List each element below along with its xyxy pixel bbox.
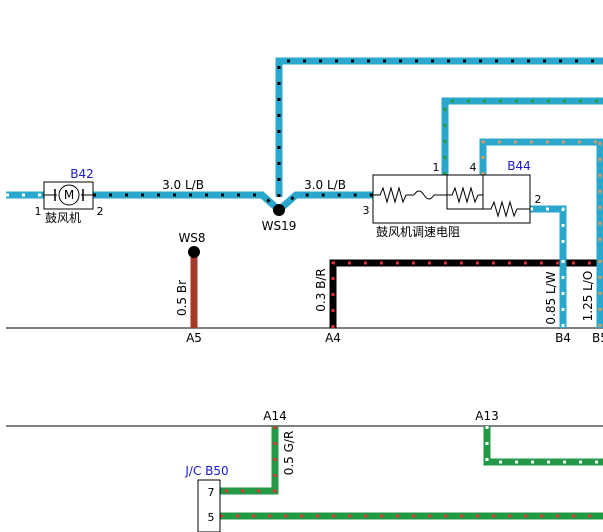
wire-label-l-o: 1.25 L/O	[581, 271, 595, 322]
connector-a14: A14	[263, 409, 286, 423]
splice-ws8-label: WS8	[178, 231, 205, 245]
splice-ws19	[273, 204, 285, 216]
wire-gw-dots	[485, 426, 603, 464]
motor-icon	[58, 184, 80, 206]
blower-motor: M B42 1 2 鼓风机	[35, 167, 104, 225]
wire-lg-top	[441, 97, 603, 175]
resistor-pin-4: 4	[470, 161, 477, 174]
motor-pin-left: 1	[35, 205, 42, 218]
resistor-element-1	[373, 186, 414, 204]
junction-connector-b50: J/C B50 7 5	[184, 464, 229, 532]
jc-pin-5: 5	[208, 511, 215, 524]
resistor-pin-2: 2	[535, 193, 542, 206]
wire-label-b-r: 0.3 B/R	[314, 268, 328, 312]
wire-label-motor-ws19: 3.0 L/B	[162, 178, 204, 192]
wire-motor-to-ws19-dots	[93, 193, 373, 213]
splice-ws19-label: WS19	[262, 219, 297, 233]
motor-ref: B42	[70, 167, 94, 181]
connector-a4: A4	[325, 331, 341, 345]
wire-lb-loop-dots	[277, 59, 603, 197]
wire-gw	[483, 426, 603, 466]
wire-br-dots	[331, 261, 603, 328]
resistor-element-3	[483, 200, 530, 218]
motor-pin-right: 2	[97, 205, 104, 218]
jc-box	[197, 479, 221, 532]
resistor-pin-3: 3	[363, 204, 370, 217]
wire-gr	[220, 426, 279, 495]
jc-ref: J/C B50	[184, 464, 228, 478]
wire-lo-top	[479, 138, 603, 175]
wire-label-g-r: 0.5 G/R	[282, 431, 296, 476]
splice-ws8	[188, 246, 200, 258]
resistor-ref: B44	[507, 159, 531, 173]
motor-symbol: M	[64, 188, 74, 202]
resistor-name: 鼓风机调速电阻	[376, 225, 460, 239]
motor-name: 鼓风机	[45, 211, 81, 225]
connector-a5: A5	[186, 331, 202, 345]
wire-motor-to-ws19	[93, 191, 373, 215]
wire-label-l-w: 0.85 L/W	[544, 271, 558, 324]
connector-a13: A13	[475, 409, 498, 423]
resistor-box	[372, 174, 531, 224]
resistor-inner-box	[446, 174, 484, 210]
wire-label-br: 0.5 Br	[175, 280, 189, 316]
blower-resistor: B44 3 1 4 2 鼓风机调速电阻	[363, 159, 542, 239]
wire-label-ws19-resistor: 3.0 L/B	[304, 178, 346, 192]
connector-b5: B5	[592, 331, 603, 345]
thermal-fuse	[413, 190, 447, 200]
wire-gr-dots	[220, 426, 277, 493]
wire-lo-top-dots	[481, 140, 603, 175]
connector-b4: B4	[555, 331, 571, 345]
resistor-element-2	[447, 186, 483, 204]
resistor-pin-1: 1	[433, 161, 440, 174]
jc-pin-7: 7	[208, 486, 215, 499]
